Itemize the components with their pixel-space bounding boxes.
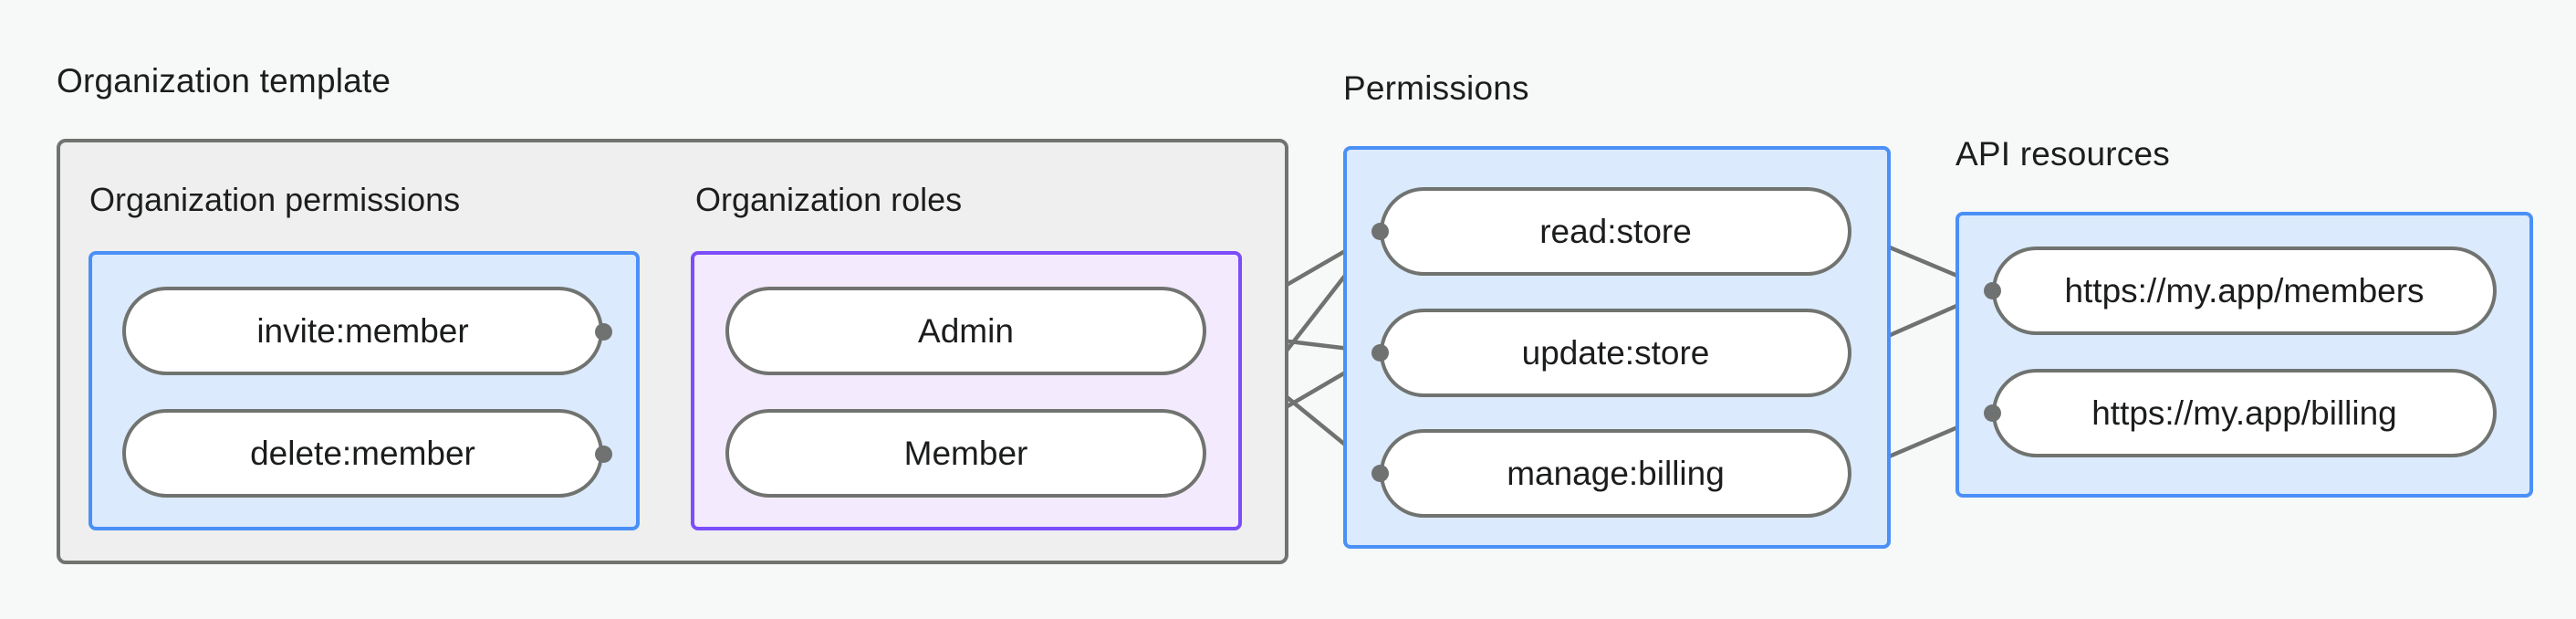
node-member-label: Member <box>903 434 1028 472</box>
organization-permissions-label: Organization permissions <box>89 181 461 218</box>
node-my-app-billing-label: https://my.app/billing <box>2091 393 2397 432</box>
node-my-app-members[interactable]: https://my.app/members <box>1992 247 2497 335</box>
node-member[interactable]: Member <box>725 409 1206 498</box>
node-read-store-label: read:store <box>1539 212 1692 250</box>
node-manage-billing-label: manage:billing <box>1507 454 1725 492</box>
connector-dot-read-store-left <box>1371 223 1389 240</box>
connector-dot-my-app-billing-left <box>1984 404 2001 422</box>
permissions-title: Permissions <box>1343 69 1529 107</box>
node-update-store[interactable]: update:store <box>1380 309 1851 397</box>
connector-dot-invite-member-right <box>595 323 612 341</box>
organization-template-title: Organization template <box>57 62 391 100</box>
connector-dot-my-app-members-left <box>1984 282 2001 299</box>
node-update-store-label: update:store <box>1521 333 1710 372</box>
node-delete-member[interactable]: delete:member <box>122 409 603 498</box>
connector-dot-manage-billing-left <box>1371 465 1389 482</box>
node-manage-billing[interactable]: manage:billing <box>1380 429 1851 518</box>
node-admin[interactable]: Admin <box>725 287 1206 375</box>
node-read-store[interactable]: read:store <box>1380 187 1851 276</box>
organization-roles-label: Organization roles <box>695 181 963 218</box>
node-my-app-billing[interactable]: https://my.app/billing <box>1992 369 2497 457</box>
connector-dot-update-store-left <box>1371 344 1389 362</box>
node-delete-member-label: delete:member <box>250 434 475 472</box>
api-resources-title: API resources <box>1955 135 2170 173</box>
node-my-app-members-label: https://my.app/members <box>2064 271 2425 310</box>
node-invite-member-label: invite:member <box>256 311 469 350</box>
node-invite-member[interactable]: invite:member <box>122 287 603 375</box>
node-admin-label: Admin <box>918 311 1014 350</box>
connector-dot-delete-member-right <box>595 446 612 463</box>
